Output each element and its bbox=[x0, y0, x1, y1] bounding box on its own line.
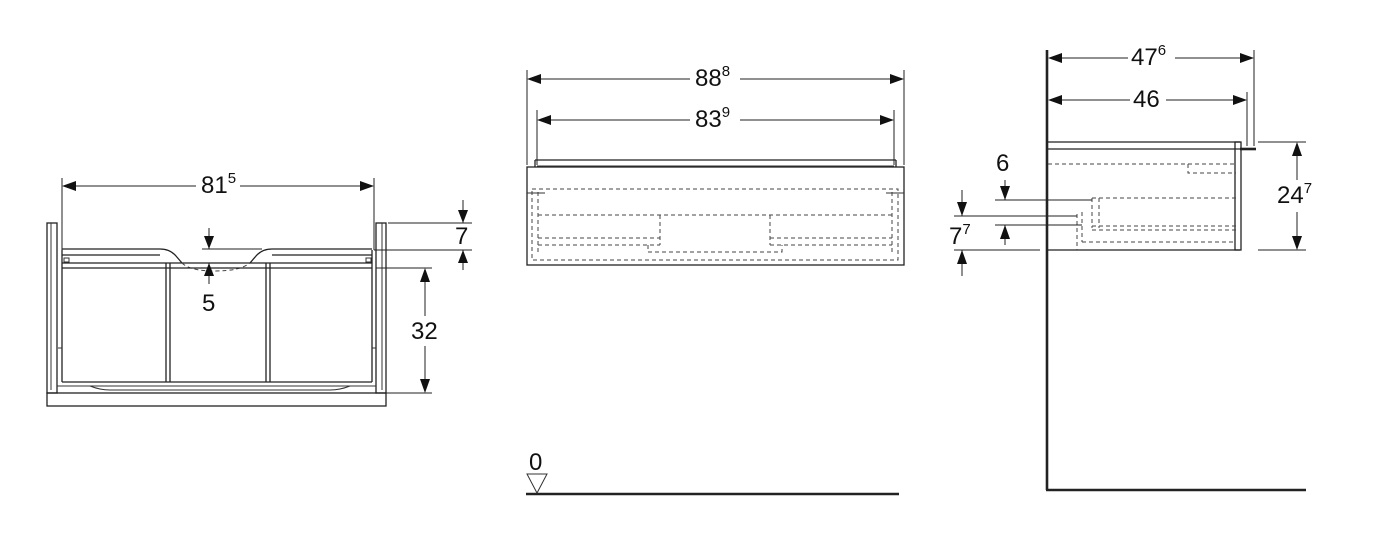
side-body-depth-label: 46 bbox=[1130, 88, 1163, 112]
floor-level-label: 0 bbox=[529, 449, 543, 476]
side-view bbox=[954, 50, 1306, 492]
front-top-offset-label: 7 bbox=[455, 223, 469, 250]
front-height-label: 32 bbox=[408, 320, 441, 344]
front-width-label: 815 bbox=[198, 171, 240, 198]
side-height-label: 247 bbox=[1274, 181, 1316, 208]
side-overall-depth-label: 476 bbox=[1128, 43, 1170, 70]
side-drain-offset-label: 77 bbox=[949, 221, 971, 250]
side-top-inset-label: 6 bbox=[996, 150, 1010, 177]
top-outer-width-label: 888 bbox=[692, 64, 734, 91]
basin-depth-label: 5 bbox=[202, 290, 216, 317]
top-inner-width-label: 839 bbox=[692, 105, 734, 132]
top-view bbox=[526, 70, 905, 496]
front-view bbox=[46, 178, 472, 407]
